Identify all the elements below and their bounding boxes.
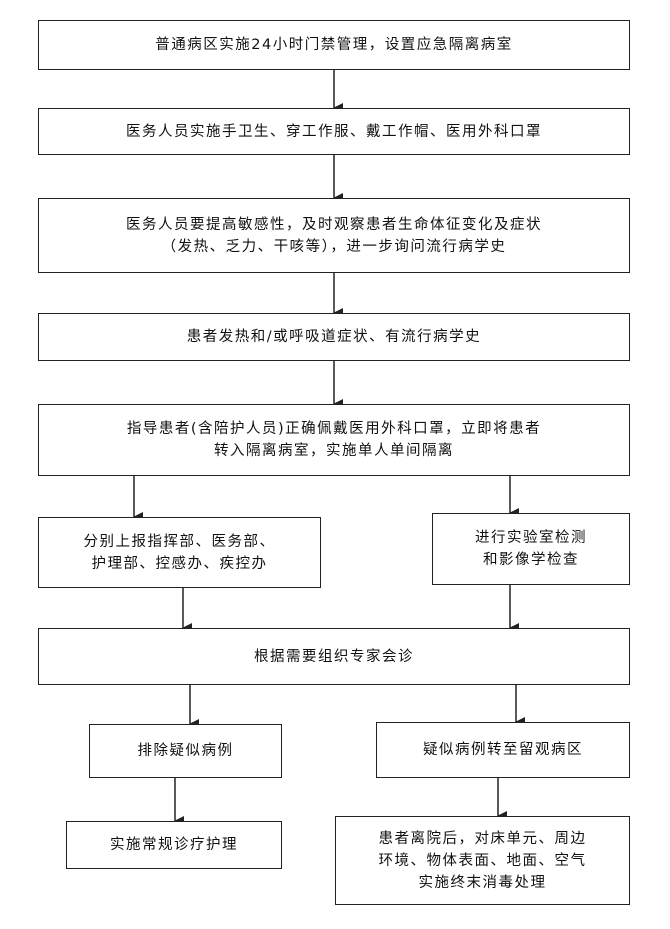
step-report-departments: 分别上报指挥部、医务部、 护理部、控感办、疾控办 <box>38 517 321 588</box>
step-isolate-patient-line2: 转入隔离病室，实施单人单间隔离 <box>214 443 454 459</box>
step-exclude-suspected-text: 排除疑似病例 <box>137 743 234 759</box>
step-report-departments-line1: 分别上报指挥部、医务部、 <box>83 533 276 550</box>
step-patient-fever-text: 患者发热和/或呼吸道症状、有流行病学史 <box>186 329 482 345</box>
step-terminal-disinfection-line2: 环境、物体表面、地面、空气 <box>378 852 587 869</box>
step-isolate-patient: 指导患者(含陪护人员)正确佩戴医用外科口罩，立即将患者 转入隔离病室，实施单人单… <box>38 404 630 476</box>
step-suspected-transfer: 疑似病例转至留观病区 <box>376 722 630 778</box>
step-isolate-patient-line1: 指导患者(含陪护人员)正确佩戴医用外科口罩，立即将患者 <box>126 421 542 437</box>
step-terminal-disinfection-line3: 实施终末消毒处理 <box>418 874 547 891</box>
step-routine-care: 实施常规诊疗护理 <box>66 821 282 869</box>
step-expert-consultation-text: 根据需要组织专家会诊 <box>254 648 414 665</box>
step-suspected-transfer-text: 疑似病例转至留观病区 <box>423 742 583 758</box>
step-terminal-disinfection-line1: 患者离院后，对床单元、周边 <box>378 830 587 847</box>
step-gated-ward-management-text: 普通病区实施24小时门禁管理，设置应急隔离病室 <box>155 37 513 53</box>
step-lab-imaging: 进行实验室检测 和影像学检查 <box>432 513 630 585</box>
step-lab-imaging-line2: 和影像学检查 <box>483 552 579 568</box>
step-routine-care-text: 实施常规诊疗护理 <box>110 837 238 853</box>
step-expert-consultation: 根据需要组织专家会诊 <box>38 628 630 685</box>
step-observe-symptoms-line1: 医务人员要提高敏感性，及时观察患者生命体征变化及症状 <box>126 216 542 233</box>
step-patient-fever: 患者发热和/或呼吸道症状、有流行病学史 <box>38 313 630 361</box>
step-staff-protection-text: 医务人员实施手卫生、穿工作服、戴工作帽、医用外科口罩 <box>126 123 542 140</box>
step-terminal-disinfection: 患者离院后，对床单元、周边 环境、物体表面、地面、空气 实施终末消毒处理 <box>335 816 630 905</box>
step-exclude-suspected: 排除疑似病例 <box>89 724 282 778</box>
step-report-departments-line2: 护理部、控感办、疾控办 <box>91 555 268 572</box>
step-lab-imaging-line1: 进行实验室检测 <box>475 530 587 546</box>
step-observe-symptoms-line2: （发热、乏力、干咳等），进一步询问流行病学史 <box>161 238 507 255</box>
step-observe-symptoms: 医务人员要提高敏感性，及时观察患者生命体征变化及症状 （发热、乏力、干咳等），进… <box>38 198 630 273</box>
step-gated-ward-management: 普通病区实施24小时门禁管理，设置应急隔离病室 <box>38 20 630 70</box>
step-staff-protection: 医务人员实施手卫生、穿工作服、戴工作帽、医用外科口罩 <box>38 108 630 155</box>
